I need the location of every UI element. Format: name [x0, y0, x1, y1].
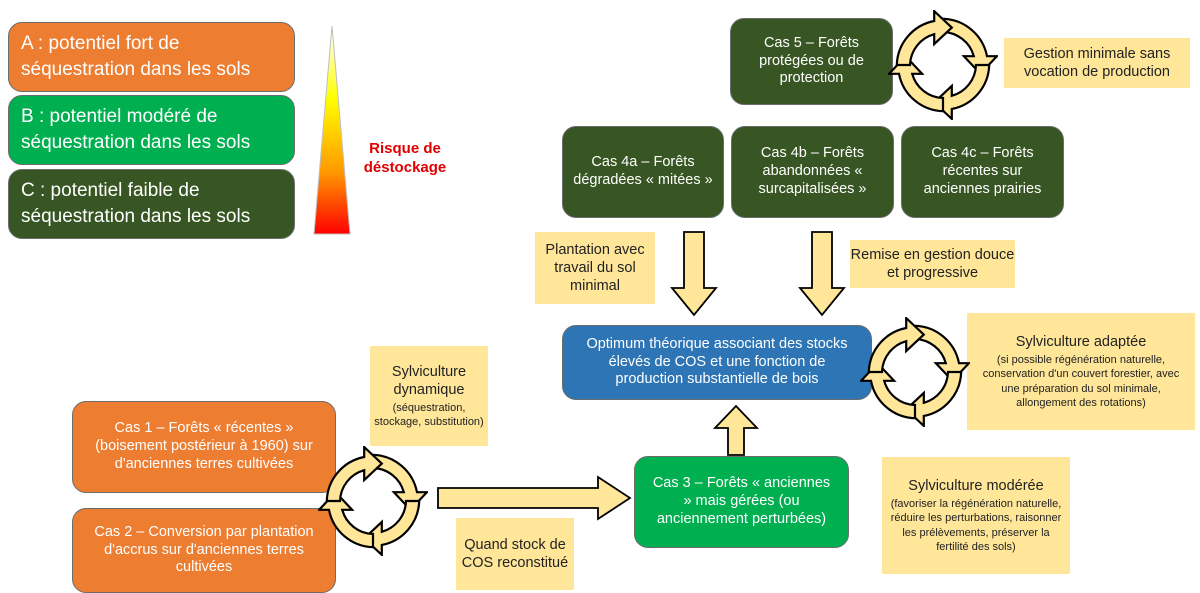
note-plantation: Plantation avec travail du sol minimal — [535, 232, 655, 304]
legend-c: C : potentiel faible de séquestration da… — [8, 169, 295, 239]
cas1-label: Cas 1 – Forêts « récentes » (boisement p… — [95, 420, 313, 472]
cas4b-label: Cas 4b – Forêts abandonnées « surcapital… — [758, 145, 867, 197]
note-plantation-text: Plantation avec travail du sol minimal — [545, 241, 645, 295]
risk-label: Risque de déstockage — [363, 140, 447, 176]
note-quand-stock: Quand stock de COS reconstitué — [456, 518, 574, 590]
note-sylv-dynamique-title: Sylviculture dynamique — [391, 363, 467, 398]
arrow-down-right — [798, 231, 846, 317]
cas5-label: Cas 5 – Forêts protégées ou de protectio… — [759, 34, 864, 87]
note-remise-text: Remise en gestion douce et progressive — [850, 246, 1015, 281]
note-sylv-dynamique: Sylviculture dynamique (séquestration, s… — [370, 346, 488, 446]
legend-b: B : potentiel modéré de séquestration da… — [8, 95, 295, 165]
cas4a-box: Cas 4a – Forêts dégradées « mitées » — [562, 126, 724, 218]
cas4c-label: Cas 4c – Forêts récentes sur anciennes p… — [923, 145, 1042, 197]
cas4a-label: Cas 4a – Forêts dégradées « mitées » — [573, 154, 713, 188]
legend-b-label: B : potentiel modéré de séquestration da… — [21, 106, 251, 153]
note-gestion-minimale-text: Gestion minimale sans vocation de produc… — [1023, 45, 1171, 80]
cas2-box: Cas 2 – Conversion par plantation d'accr… — [72, 508, 336, 593]
note-sylv-adaptee: Sylviculture adaptée (si possible régéné… — [967, 313, 1195, 430]
cas3-label: Cas 3 – Forêts « anciennes » mais gérées… — [652, 475, 831, 527]
note-sylv-moderee-detail: (favoriser la régénération naturelle, ré… — [890, 497, 1062, 553]
note-quand-stock-text: Quand stock de COS reconstitué — [461, 536, 569, 571]
cas3-box: Cas 3 – Forêts « anciennes » mais gérées… — [634, 456, 849, 548]
cas4b-box: Cas 4b – Forêts abandonnées « surcapital… — [731, 126, 894, 218]
cas1-box: Cas 1 – Forêts « récentes » (boisement p… — [72, 401, 336, 493]
arrow-right — [437, 475, 632, 521]
cas2-label: Cas 2 – Conversion par plantation d'accr… — [94, 523, 314, 576]
cas4c-box: Cas 4c – Forêts récentes sur anciennes p… — [901, 126, 1064, 218]
cycle-arrows-icon-optimum — [860, 317, 970, 427]
legend-a-label: A : potentiel fort de séquestration dans… — [21, 33, 251, 80]
note-remise: Remise en gestion douce et progressive — [850, 240, 1015, 288]
note-sylv-moderee: Sylviculture modérée (favoriser la régén… — [882, 457, 1070, 574]
note-sylv-moderee-title: Sylviculture modérée — [908, 477, 1044, 494]
legend-c-label: C : potentiel faible de séquestration da… — [21, 180, 251, 227]
optimum-box: Optimum théorique associant des stocks é… — [562, 325, 872, 400]
note-sylv-adaptee-title: Sylviculture adaptée — [1015, 333, 1147, 350]
note-sylv-adaptee-detail: (si possible régénération naturelle, con… — [982, 353, 1180, 409]
cycle-arrows-icon-cas5 — [888, 10, 998, 120]
arrow-down-left — [670, 231, 718, 317]
note-sylv-dynamique-detail: (séquestration, stockage, substitution) — [374, 401, 484, 429]
optimum-label: Optimum théorique associant des stocks é… — [586, 335, 848, 388]
note-gestion-minimale: Gestion minimale sans vocation de produc… — [1004, 38, 1190, 88]
legend-a: A : potentiel fort de séquestration dans… — [8, 22, 295, 92]
arrow-up — [712, 404, 760, 456]
cycle-arrows-icon-cas1-cas2 — [318, 446, 428, 556]
cas5-box: Cas 5 – Forêts protégées ou de protectio… — [730, 18, 893, 105]
risk-gradient-triangle — [313, 25, 351, 235]
